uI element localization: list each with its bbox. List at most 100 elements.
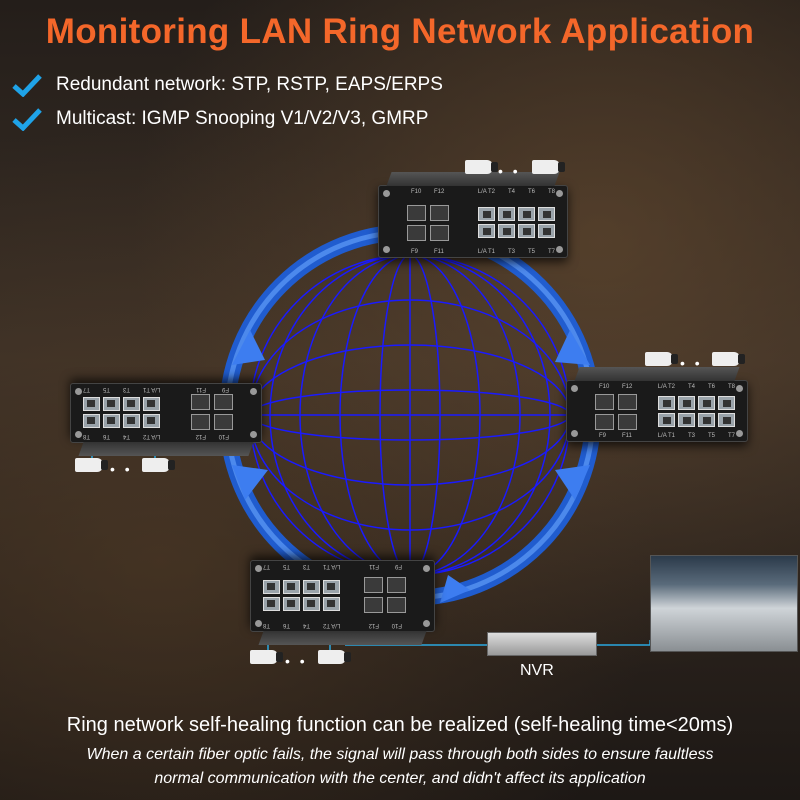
sfp-slot	[387, 577, 406, 593]
rj45-port	[103, 414, 120, 428]
rj45-port	[83, 414, 100, 428]
rj45-port	[678, 413, 695, 427]
camera-icon	[465, 160, 498, 174]
monitoring-center-image	[650, 555, 798, 652]
port-label: T7	[547, 249, 555, 255]
port-label: T5	[527, 249, 535, 255]
sfp-label: F9	[599, 433, 607, 439]
sfp-label: F9	[394, 563, 402, 569]
port-label: T4	[123, 433, 131, 439]
check-icon	[12, 108, 42, 131]
sfp-slot	[595, 394, 614, 410]
caption: Ring network self-healing function can b…	[66, 714, 734, 736]
port-label: L/A T1	[657, 433, 675, 439]
port-label: L/A T2	[323, 622, 341, 628]
port-label: T6	[707, 384, 715, 390]
rj45-port	[518, 223, 535, 238]
port-label: T7	[83, 386, 91, 392]
port-label: L/A T2	[143, 433, 161, 439]
port-label: T6	[527, 189, 535, 195]
rj45-port	[538, 206, 555, 221]
rj45-port	[303, 580, 320, 594]
sfp-label: F11	[369, 563, 379, 569]
sfp-slot	[618, 414, 637, 430]
sfp-label: F11	[622, 433, 632, 439]
sfp-label: F12	[622, 384, 633, 390]
port-label: T4	[303, 622, 311, 628]
nvr-label: NVR	[520, 662, 554, 679]
port-label: T5	[707, 433, 715, 439]
nvr-device	[487, 632, 597, 656]
sfp-slot	[595, 414, 614, 430]
camera-icon	[250, 650, 283, 664]
sfp-slot	[191, 414, 210, 430]
rj45-port	[718, 413, 735, 427]
sfp-label: F9	[221, 386, 229, 392]
rj45-port	[498, 223, 515, 238]
rj45-port	[518, 206, 535, 221]
rj45-port	[263, 597, 280, 611]
sfp-label: F11	[434, 249, 444, 255]
sfp-label: F12	[368, 622, 379, 628]
sfp-label: F12	[434, 189, 445, 195]
rj45-port	[658, 396, 675, 410]
rj45-port	[658, 413, 675, 427]
rj45-port	[123, 397, 140, 411]
camera-icon	[142, 458, 175, 472]
camera-icon	[318, 650, 351, 664]
sfp-label: F9	[411, 249, 419, 255]
sfp-slot	[430, 204, 449, 221]
port-label: T4	[687, 384, 695, 390]
camera-icon	[75, 458, 108, 472]
sfp-slot	[214, 414, 233, 430]
sfp-slot	[214, 394, 233, 410]
port-label: T5	[283, 563, 291, 569]
port-label: L/A T2	[657, 384, 675, 390]
port-label: L/A T1	[323, 563, 341, 569]
rj45-port	[678, 396, 695, 410]
description-line-1: When a certain fiber optic fails, the si…	[86, 746, 714, 763]
bullet-redundant: Redundant network: STP, RSTP, EAPS/ERPS	[12, 73, 443, 97]
port-label: T7	[727, 433, 735, 439]
sfp-slot	[407, 204, 426, 221]
port-label: T6	[283, 622, 291, 628]
ellipsis-dots: • •	[285, 653, 308, 669]
sfp-label: F10	[218, 433, 229, 439]
ellipsis-dots: • •	[680, 355, 703, 371]
port-label: T7	[263, 563, 271, 569]
port-label: T3	[123, 386, 131, 392]
port-label: T3	[687, 433, 695, 439]
rj45-port	[103, 397, 120, 411]
rj45-port	[283, 597, 300, 611]
sfp-slot	[430, 224, 449, 241]
rj45-port	[283, 580, 300, 594]
sfp-label: F11	[196, 386, 206, 392]
camera-icon	[645, 352, 678, 366]
sfp-label: F10	[599, 384, 610, 390]
rj45-port	[263, 580, 280, 594]
rj45-port	[498, 206, 515, 221]
port-label: T5	[103, 386, 111, 392]
port-label: T8	[263, 622, 271, 628]
sfp-label: F12	[195, 433, 206, 439]
port-label: T6	[103, 433, 111, 439]
globe	[249, 254, 571, 576]
ellipsis-dots: • •	[498, 163, 521, 179]
bullet-multicast: Multicast: IGMP Snooping V1/V2/V3, GMRP	[12, 107, 428, 131]
port-label: T8	[727, 384, 735, 390]
port-label: T8	[547, 189, 555, 195]
port-label: T8	[83, 433, 91, 439]
sfp-slot	[364, 577, 383, 593]
bullet-text: Multicast: IGMP Snooping V1/V2/V3, GMRP	[56, 108, 429, 129]
description-line-2: normal communication with the center, an…	[154, 770, 646, 787]
rj45-port	[123, 414, 140, 428]
page-title: Monitoring LAN Ring Network Application	[45, 12, 755, 51]
sfp-slot	[407, 224, 426, 241]
ellipsis-dots: • •	[110, 461, 133, 477]
port-label: T3	[303, 563, 311, 569]
